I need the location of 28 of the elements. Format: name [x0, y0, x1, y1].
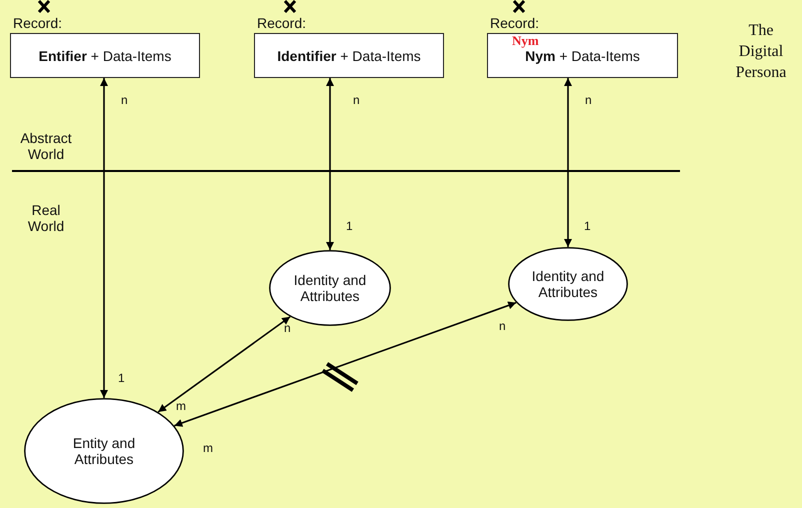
cardinality-label: 1: [346, 219, 353, 233]
cardinality-label: n: [353, 93, 360, 107]
record-heading: Record:: [13, 15, 62, 31]
cardinality-label: n: [499, 319, 506, 333]
record-text: Entifier + Data-Items: [38, 48, 172, 64]
double-headed-arrow: [564, 78, 572, 247]
double-headed-arrow: [174, 302, 516, 427]
cardinality-label: m: [176, 399, 186, 413]
node-text: Identity and Attributes: [292, 272, 368, 304]
double-headed-arrow: [100, 78, 108, 398]
cardinality-label: n: [284, 321, 291, 335]
record-heading: Record:: [490, 15, 540, 31]
double-headed-arrow: [158, 316, 291, 413]
record-heading: Record:: [257, 15, 306, 31]
node-text: Entity and Attributes: [72, 435, 136, 467]
node-text: Identity and Attributes: [530, 268, 606, 300]
world-label: Abstract World: [19, 130, 73, 162]
cardinality-label: n: [121, 93, 128, 107]
cardinality-label: 1: [584, 219, 591, 233]
world-label: Real World: [26, 202, 66, 234]
cardinality-label: n: [585, 93, 592, 107]
record-text: Identifier + Data-Items: [277, 48, 421, 64]
title: The Digital Persona: [734, 21, 788, 83]
double-headed-arrow: [326, 78, 334, 250]
cardinality-label: 1: [118, 371, 125, 385]
cardinality-label: m: [203, 441, 213, 455]
record-text: Nym + Data-Items: [525, 48, 640, 64]
overlay-text: Nym: [512, 33, 539, 49]
